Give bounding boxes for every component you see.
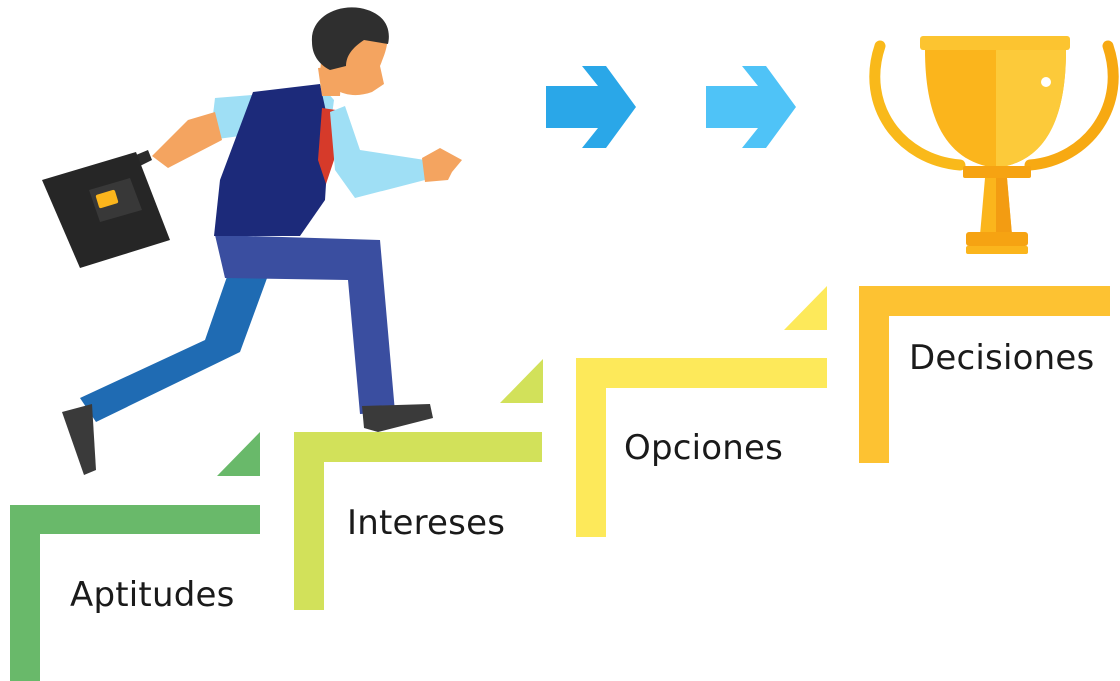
step-intereses-tab	[500, 359, 543, 403]
step-aptitudes-corner	[10, 505, 260, 681]
step-intereses	[294, 359, 543, 610]
step-aptitudes	[10, 432, 260, 681]
step-opciones-tab	[784, 286, 827, 330]
step-label-opciones: Opciones	[624, 428, 784, 468]
trophy-icon	[869, 36, 1119, 254]
step-opciones-corner	[576, 358, 827, 537]
right-arrow-icon	[706, 66, 796, 148]
right-arrow-icon	[546, 66, 636, 148]
businessman-climbing-icon	[42, 7, 462, 475]
step-decisiones	[859, 286, 1110, 463]
step-label-decisiones: Decisiones	[909, 338, 1095, 378]
briefcase-icon	[42, 150, 170, 268]
step-intereses-corner	[294, 432, 542, 610]
step-decisiones-corner	[859, 286, 1110, 463]
step-label-aptitudes: Aptitudes	[70, 575, 235, 615]
step-opciones	[576, 286, 827, 537]
step-aptitudes-tab	[217, 432, 260, 476]
step-label-intereses: Intereses	[347, 503, 506, 543]
